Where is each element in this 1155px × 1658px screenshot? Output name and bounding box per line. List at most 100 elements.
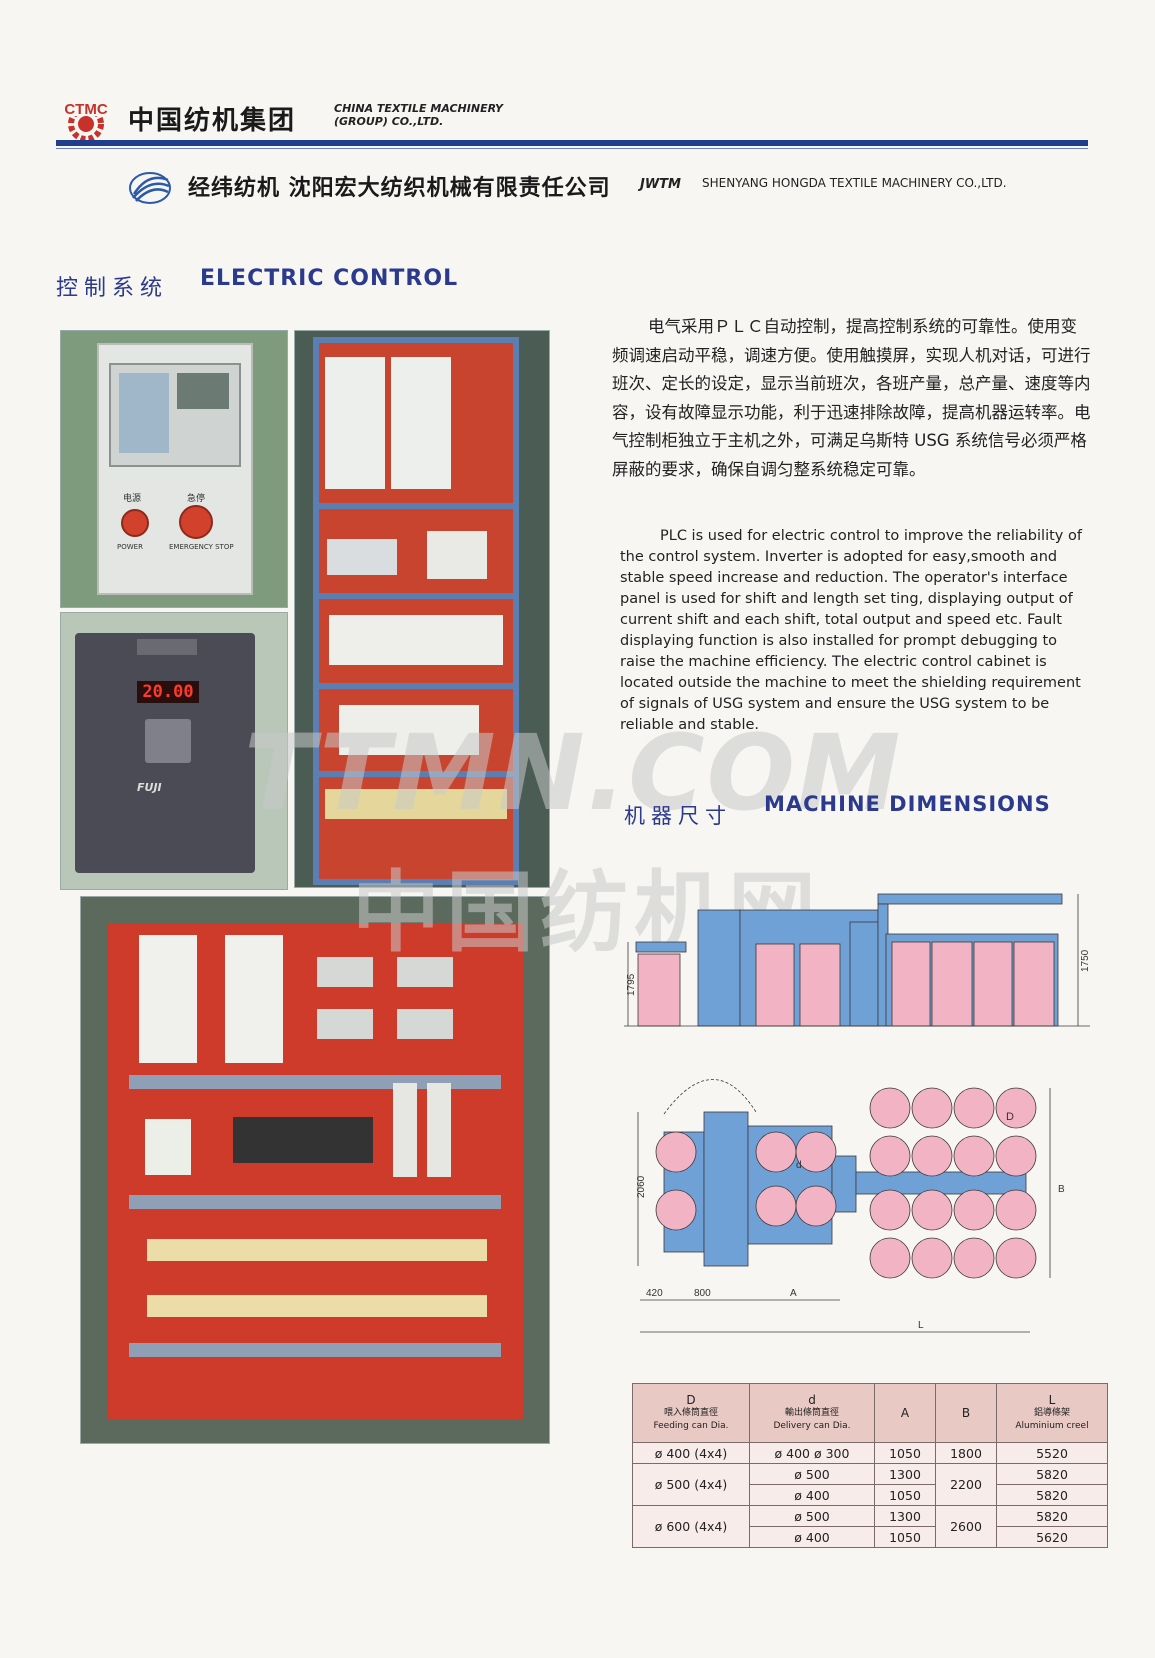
- cell-l: 5620: [996, 1526, 1108, 1548]
- filter-3: [317, 1009, 373, 1039]
- cell-l: 5820: [996, 1505, 1108, 1527]
- table-row: ø 400 (4x4) ø 400 ø 300 1050 1800 5520: [632, 1442, 1108, 1464]
- inverter-keypad: [145, 719, 191, 763]
- control-cabinet-photo-1: [294, 330, 550, 888]
- plc-panel-photo: 电源 急停 POWER EMERGENCY STOP: [60, 330, 288, 608]
- side-height-right: 1750: [1080, 949, 1091, 972]
- cable-duct-2: [129, 1195, 501, 1209]
- cell-a: 1050: [874, 1442, 936, 1464]
- ctmc-company-name-en: CHINA TEXTILE MACHINERY (GROUP) CO.,LTD.: [334, 102, 554, 128]
- plan-feed-can-15: [953, 1237, 995, 1279]
- side-can-1: [755, 943, 795, 1027]
- side-creel-can-2: [931, 941, 973, 1027]
- plan-delivery-can-3: [755, 1131, 797, 1173]
- electric-control-text-en: PLC is used for electric control to impr…: [620, 528, 1082, 733]
- servo-drive-3: [139, 935, 197, 1063]
- cable-duct-3: [129, 1343, 501, 1357]
- screen-display: [177, 373, 229, 409]
- side-creel-can-1: [891, 941, 931, 1027]
- terminal-block-row: [325, 789, 507, 819]
- cell-d-small: ø 400: [749, 1526, 875, 1548]
- table-row: ø 400 1050 5620: [633, 1526, 1108, 1548]
- electric-control-text-cn: 电气采用ＰＬＣ自动控制，提高控制系统的可靠性。使用变频调速启动平稳，调速方便。使…: [612, 317, 1091, 479]
- plan-delivery-can-2: [655, 1189, 697, 1231]
- cell-l: 5820: [996, 1463, 1108, 1485]
- dimensions-title-cn: 机器尺寸: [624, 804, 732, 828]
- plan-feed-can-9: [869, 1189, 911, 1231]
- cell-l: 5820: [996, 1484, 1108, 1506]
- transformer: [327, 539, 397, 575]
- cell-d-small: ø 500: [749, 1463, 875, 1485]
- dim-800-label: 800: [694, 1288, 711, 1299]
- plan-delivery-can-6: [795, 1185, 837, 1227]
- header-a: A: [874, 1383, 936, 1443]
- power-button-icon: [121, 509, 149, 537]
- cell-b: 2600: [935, 1505, 997, 1548]
- side-elevation-drawing: 1795 1750: [624, 893, 1091, 1027]
- power-label-cn: 电源: [123, 494, 142, 504]
- power-supply-2: [427, 1083, 451, 1177]
- cell-d-small: ø 400 ø 300: [749, 1442, 875, 1464]
- cell-d: ø 600 (4x4): [632, 1505, 750, 1548]
- cell-a: 1050: [874, 1526, 936, 1548]
- emergency-stop-button-icon: [179, 505, 213, 539]
- filter-1: [317, 957, 373, 987]
- cabinet-back-plate-2: [107, 923, 523, 1419]
- electric-control-title-en: ELECTRIC CONTROL: [200, 266, 459, 291]
- servo-drive-1: [325, 357, 385, 489]
- side-height-left: 1795: [626, 973, 637, 996]
- plan-delivery-can-1: [655, 1131, 697, 1173]
- ctmc-abbr: CTMC: [64, 101, 107, 118]
- touch-screen: [109, 363, 241, 467]
- breakers-1: [427, 531, 487, 579]
- plan-delivery-can-4: [795, 1131, 837, 1173]
- plan-feed-can-1: [869, 1087, 911, 1129]
- side-motor-box: [637, 953, 681, 1027]
- plan-feed-can-14: [911, 1237, 953, 1279]
- plan-feed-can-7: [953, 1135, 995, 1177]
- contactor-row-1: [329, 615, 503, 665]
- din-rail-1: [319, 503, 513, 509]
- panel-enclosure: 电源 急停 POWER EMERGENCY STOP: [97, 343, 253, 595]
- stop-label: EMERGENCY STOP: [169, 543, 234, 551]
- terminal-row-2: [147, 1295, 487, 1317]
- cell-d-small: ø 500: [749, 1505, 875, 1527]
- plan-feed-can-10: [911, 1189, 953, 1231]
- servo-drive-2: [391, 357, 451, 489]
- cell-d: ø 400 (4x4): [632, 1442, 750, 1464]
- ctmc-en-line1: CHINA TEXTILE MACHINERY: [334, 102, 504, 115]
- header-rule-thin: [56, 148, 1088, 149]
- ctmc-company-name-cn: 中国纺机集团: [128, 106, 297, 136]
- plan-view-drawing: 2060 B D d 420 800 A L: [636, 1079, 1065, 1333]
- cell-l: 5520: [996, 1442, 1108, 1464]
- cell-a: 1300: [874, 1463, 936, 1485]
- ctmc-en-line2: (GROUP) CO.,LTD.: [334, 115, 444, 128]
- servo-drive-4: [225, 935, 283, 1063]
- jwtm-company-name-cn: 经纬纺机 沈阳宏大纺织机械有限责任公司: [188, 176, 611, 201]
- dim-a-label: A: [790, 1288, 797, 1299]
- dim-420-label: 420: [646, 1288, 663, 1299]
- plan-feed-can-8: [995, 1135, 1037, 1177]
- plan-feed-can-6: [911, 1135, 953, 1177]
- cell-d: ø 500 (4x4): [632, 1463, 750, 1506]
- plan-feed-can-3: [953, 1087, 995, 1129]
- table-row: ø 600 (4x4) ø 500 1300 2600 5820: [632, 1505, 1108, 1548]
- table-row: ø 400 1050 5820: [633, 1484, 1108, 1506]
- dimensions-title-en: MACHINE DIMENSIONS: [764, 792, 1051, 816]
- din-rail-3: [319, 683, 513, 689]
- jwtm-swirl-logo-icon: [129, 172, 171, 204]
- jwtm-company-name-en: SHENYANG HONGDA TEXTILE MACHINERY CO.,LT…: [702, 176, 1007, 190]
- din-rail-2: [319, 593, 513, 599]
- dim-l-label: L: [918, 1320, 924, 1331]
- plan-width-label: 2060: [636, 1175, 647, 1198]
- contactor-row-2: [339, 705, 479, 755]
- header-rule: [56, 140, 1088, 146]
- cell-d-small: ø 400: [749, 1484, 875, 1506]
- header-b: B: [935, 1383, 997, 1443]
- plan-door-arc: [663, 1079, 757, 1115]
- plc-unit: [233, 1117, 373, 1163]
- table-row: ø 500 (4x4) ø 500 1300 2200 5820: [632, 1463, 1108, 1506]
